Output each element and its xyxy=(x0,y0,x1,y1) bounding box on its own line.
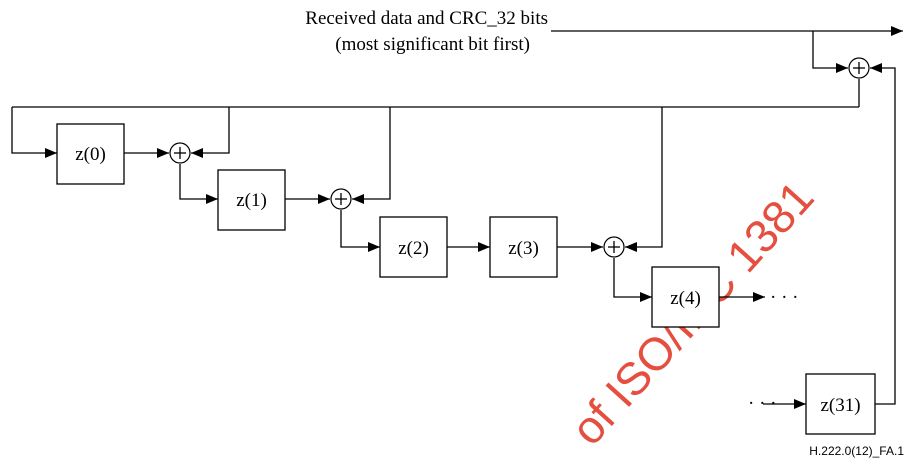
register-z1-label: z(1) xyxy=(236,190,267,211)
register-z2-label: z(2) xyxy=(398,238,429,259)
register-z3-label: z(3) xyxy=(508,238,539,259)
input-to-xor-arrow xyxy=(812,31,848,73)
z31-feedback-arrow xyxy=(870,63,896,405)
bus-to-xor3-arrow xyxy=(625,107,663,252)
figure-id: H.222.0(12)_FA.1 xyxy=(809,444,904,458)
bus-to-z0-arrow xyxy=(11,107,57,158)
input-label-line1: Received data and CRC_32 bits xyxy=(305,8,548,29)
xor3-to-z4-arrow xyxy=(613,258,652,302)
xor-gate-1 xyxy=(169,142,191,164)
continuation-ellipsis-lower: · · · xyxy=(748,393,776,414)
register-z0 xyxy=(56,123,125,185)
xor2-to-z2-arrow xyxy=(340,210,380,252)
continuation-ellipsis-upper: · · · xyxy=(770,287,798,308)
register-z0-label: z(0) xyxy=(75,144,106,165)
xor-gate-2 xyxy=(330,188,352,210)
register-z31-label: z(31) xyxy=(820,395,860,416)
register-z2 xyxy=(379,216,448,278)
xor-gate-input xyxy=(848,57,870,79)
xor-gate-3 xyxy=(603,236,625,258)
register-z3 xyxy=(489,216,558,278)
register-z31 xyxy=(805,373,876,435)
register-z4 xyxy=(651,266,720,328)
bus-to-xor1-arrow xyxy=(191,107,230,158)
register-z1 xyxy=(217,169,286,231)
input-label-line2: (most significant bit first) xyxy=(335,34,530,55)
xor1-to-z1-arrow xyxy=(179,164,218,204)
bus-to-xor2-arrow xyxy=(352,107,391,204)
register-z4-label: z(4) xyxy=(670,288,701,309)
